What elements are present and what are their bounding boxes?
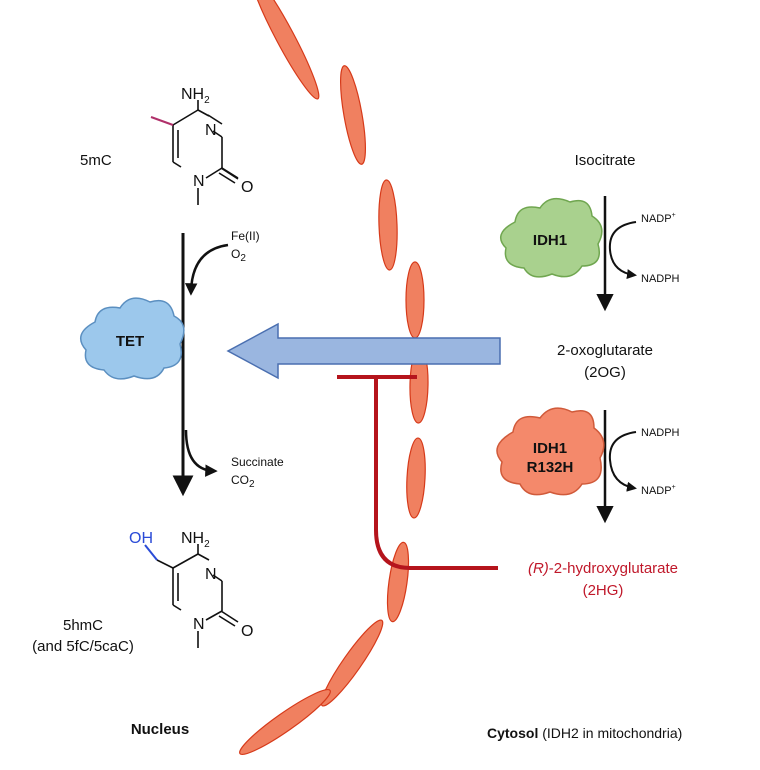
membrane-segment <box>405 261 425 339</box>
5mc-amine: NH2 <box>181 86 210 106</box>
nucleus-label: Nucleus <box>131 721 189 738</box>
oxoglutarate-abbr: (2OG) <box>584 364 626 381</box>
5hmc-ring-o: O <box>241 623 253 640</box>
cytosol-label: Cytosol (IDH2 in mitochondria) <box>487 725 682 741</box>
5hmc-label-note: (and 5fC/5caC) <box>32 638 134 655</box>
membrane <box>239 0 429 755</box>
nadp-label: NADP+ <box>641 212 676 225</box>
nadph-label: NADPH <box>641 273 680 285</box>
5hmc-ring-n1: N <box>205 566 217 583</box>
fe-label: Fe(II) <box>231 229 260 243</box>
membrane-segment <box>386 541 410 623</box>
5hmc-structure <box>156 544 239 648</box>
membrane-segment <box>378 179 398 271</box>
succinate-label: Succinate <box>231 455 284 469</box>
tet-enzyme: TET <box>79 297 185 380</box>
svg-text:IDH1: IDH1 <box>533 232 567 249</box>
membrane-segment <box>339 65 367 165</box>
fe-o2-input-arrow <box>184 243 229 296</box>
nadph-input-arrow <box>608 431 637 492</box>
oxoglutarate-label: 2-oxoglutarate <box>557 342 653 359</box>
5mc-structure <box>172 100 239 205</box>
svg-text:R132H: R132H <box>527 459 574 476</box>
membrane-segment <box>250 0 320 100</box>
idh1-enzyme: IDH1 <box>499 197 603 278</box>
o2-label: O2 <box>231 247 246 264</box>
methyl-bond <box>150 116 174 126</box>
membrane-segment <box>406 437 426 519</box>
5hmc-ring-n2: N <box>193 616 205 633</box>
svg-text:IDH1: IDH1 <box>533 440 567 457</box>
membrane-segment <box>320 619 384 707</box>
hydroxyl-label: OH <box>129 530 153 547</box>
hydroxymethyl-bond <box>144 544 158 561</box>
membrane-segment <box>239 689 331 755</box>
succinate-output-arrow <box>184 429 218 477</box>
co2-label: CO2 <box>231 473 255 490</box>
isocitrate-label: Isocitrate <box>575 152 636 169</box>
5mc-ring-n2: N <box>193 173 205 190</box>
nadp-label-2: NADP+ <box>641 484 676 497</box>
5mc-ring-n1: N <box>205 122 217 139</box>
svg-text:TET: TET <box>116 333 144 350</box>
nadp-input-arrow <box>608 221 637 280</box>
idh1-r132h-enzyme: IDH1 R132H <box>496 407 605 496</box>
5mc-label: 5mC <box>80 152 112 169</box>
transport-arrow <box>226 322 501 380</box>
5mc-ring-o: O <box>241 179 253 196</box>
nadph-label-2: NADPH <box>641 427 680 439</box>
5mc-double-bonds <box>197 109 239 184</box>
hydroxyglutarate-abbr: (2HG) <box>583 582 624 599</box>
5hmc-label: 5hmC <box>63 617 103 634</box>
hydroxyglutarate-label: (R)-2-hydroxyglutarate <box>528 560 678 577</box>
inhibition-line <box>337 375 498 570</box>
5hmc-amine: NH2 <box>181 530 210 550</box>
